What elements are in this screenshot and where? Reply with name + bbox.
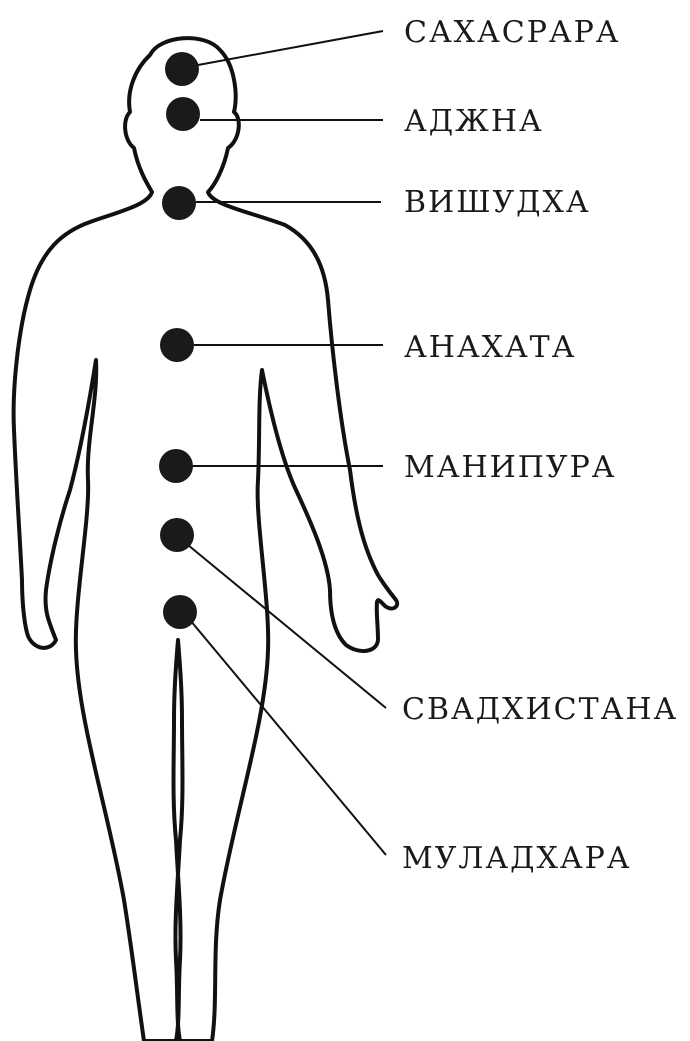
chakra-dot-muladhara — [163, 595, 197, 629]
body-outline — [14, 38, 398, 1041]
leader-line-svadhisthana — [188, 545, 386, 708]
label-anahata: АНАХАТА — [404, 330, 576, 365]
label-muladhara: МУЛАДХАРА — [402, 841, 632, 876]
chakra-dot-manipura — [159, 449, 193, 483]
chakra-points — [159, 52, 200, 629]
chakra-labels: САХАСРАРА АДЖНА ВИШУДХА АНАХАТА МАНИПУРА… — [402, 15, 678, 876]
chakra-dot-ajna — [166, 97, 200, 131]
label-vishuddha: ВИШУДХА — [404, 185, 591, 220]
label-sahasrara: САХАСРАРА — [404, 15, 621, 50]
label-ajna: АДЖНА — [404, 104, 544, 139]
leader-line-sahasrara — [198, 31, 383, 65]
leader-line-muladhara — [190, 620, 386, 855]
chakra-dot-vishuddha — [162, 186, 196, 220]
chakra-dot-sahasrara — [165, 52, 199, 86]
label-svadhisthana: СВАДХИСТАНА — [402, 692, 678, 727]
leader-lines — [188, 31, 386, 855]
body-silhouette — [14, 38, 398, 1041]
label-manipura: МАНИПУРА — [404, 450, 617, 485]
chakra-dot-anahata — [160, 328, 194, 362]
chakra-dot-svadhisthana — [160, 518, 194, 552]
